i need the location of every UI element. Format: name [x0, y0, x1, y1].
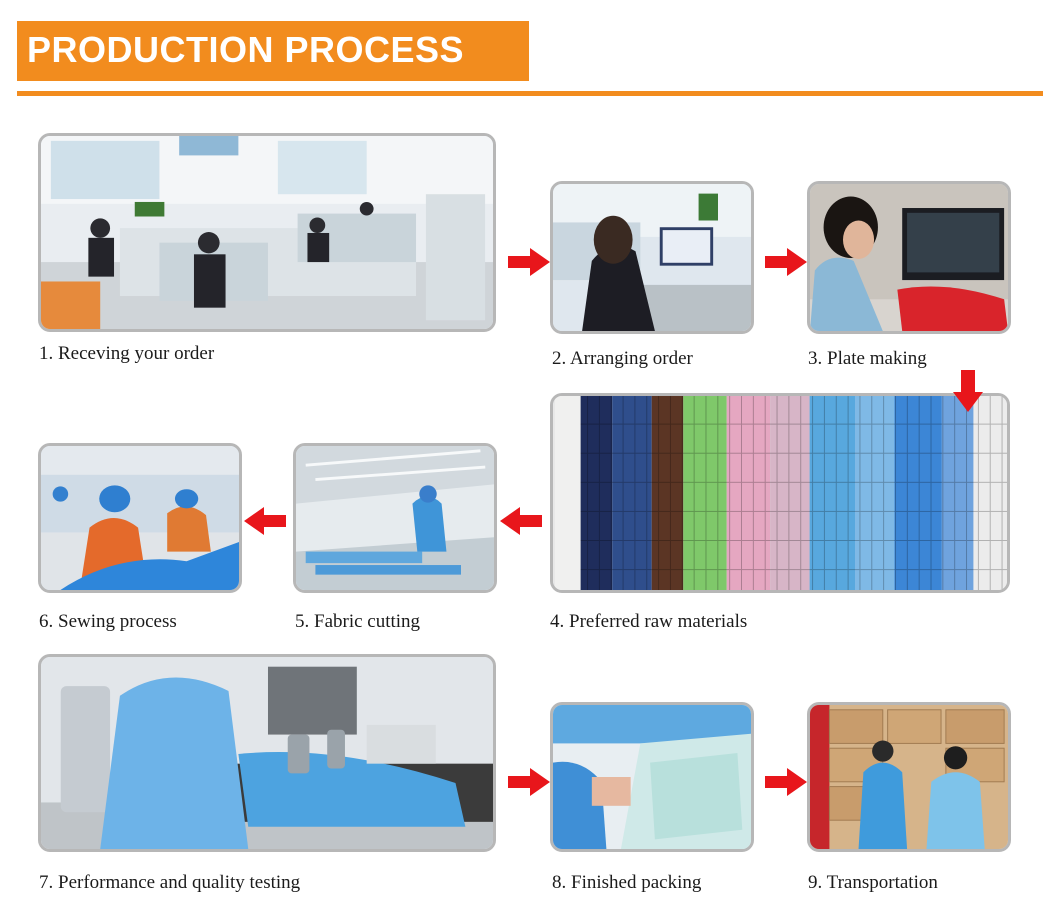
step-2-caption: 2. Arranging order [552, 348, 693, 369]
step-7-caption: 7. Performance and quality testing [39, 872, 301, 893]
step-6-caption: 6. Sewing process [39, 611, 177, 632]
step-1-caption: 1. Receving your order [39, 343, 215, 364]
step-4-caption: 4. Preferred raw materials [550, 611, 748, 632]
arrow-step-5-to-6 [244, 507, 286, 535]
step-6-photo [38, 443, 242, 593]
arrow-step-7-to-8 [508, 768, 550, 796]
arrow-step-8-to-9 [765, 768, 807, 796]
step-9-photo [807, 702, 1011, 852]
section-title: PRODUCTION PROCESS [27, 29, 465, 70]
arrow-step-3-to-4 [953, 370, 983, 412]
header-divider [17, 91, 1043, 96]
arrow-step-4-to-5 [500, 507, 542, 535]
step-9-caption: 9. Transportation [808, 872, 938, 893]
step-8-photo [550, 702, 754, 852]
section-header-banner: PRODUCTION PROCESS [17, 21, 529, 81]
step-7-photo [38, 654, 496, 852]
arrow-step-2-to-3 [765, 248, 807, 276]
step-2-photo [550, 181, 754, 334]
step-8-caption: 8. Finished packing [552, 872, 702, 893]
step-3-photo [807, 181, 1011, 334]
step-3-caption: 3. Plate making [808, 348, 927, 369]
step-1-photo [38, 133, 496, 332]
step-5-photo [293, 443, 497, 593]
step-5-caption: 5. Fabric cutting [295, 611, 421, 632]
step-4-photo [550, 393, 1010, 593]
arrow-step-1-to-2 [508, 248, 550, 276]
